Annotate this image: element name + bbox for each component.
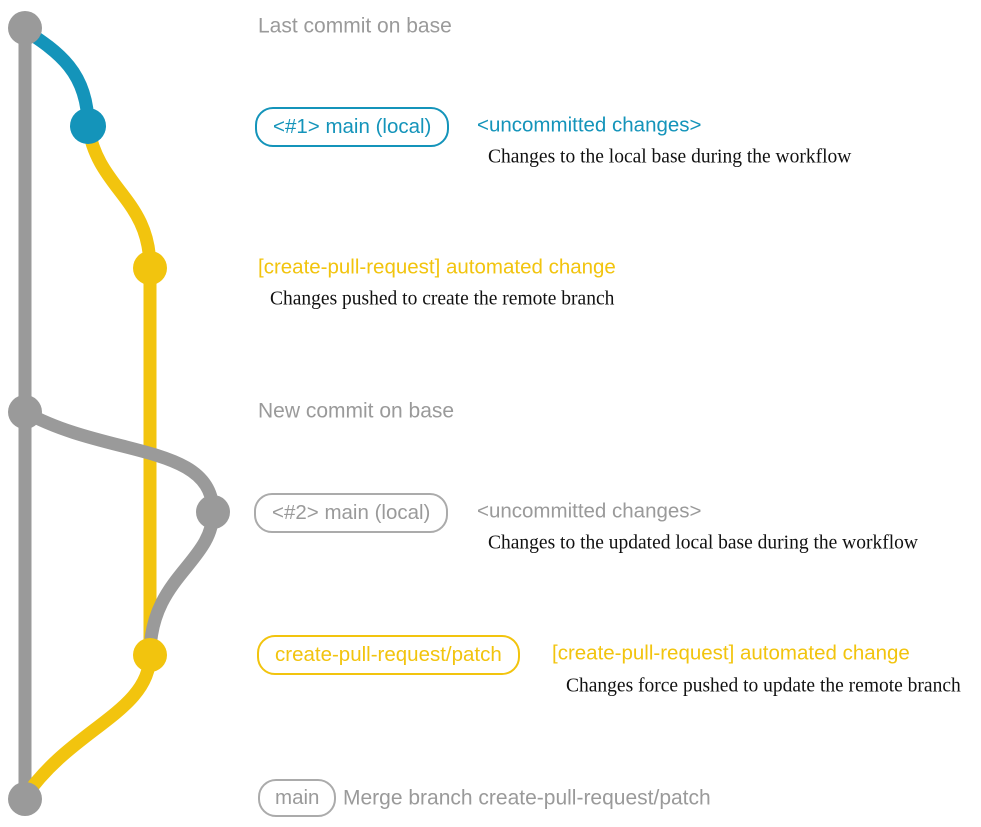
commit-new-base: [8, 395, 42, 429]
rebase-edge: [143, 511, 220, 656]
uncommitted-changes-label-2: <uncommitted changes>: [477, 499, 702, 523]
commit-label-automated-2: [create-pull-request] automated change: [552, 641, 910, 665]
local-main-edge-2: [21, 406, 220, 513]
branch-label-main-local-2: <#2> main (local): [254, 493, 449, 533]
commit-last-base: [8, 11, 42, 45]
cpr-branch-edge: [81, 124, 157, 269]
commit-automated-2: [133, 638, 167, 672]
commit-main-local-2: [196, 495, 230, 529]
annotation-new-commit: New commit on base: [258, 399, 455, 423]
desc-automated-1: Changes pushed to create the remote bran…: [270, 288, 615, 310]
commit-automated-1: [133, 251, 167, 285]
annotation-last-commit: Last commit on base: [258, 14, 452, 38]
branch-label-cpr-patch: create-pull-request/patch: [257, 635, 520, 675]
desc-uncommitted-1: Changes to the local base during the wor…: [488, 146, 852, 168]
uncommitted-changes-label-1: <uncommitted changes>: [477, 113, 702, 137]
branch-label-main: main: [258, 779, 337, 817]
merge-edge: [19, 654, 157, 801]
branch-label-main-local-1: <#1> main (local): [255, 107, 450, 147]
desc-automated-2: Changes force pushed to update the remot…: [566, 675, 961, 697]
commit-label-automated-1: [create-pull-request] automated change: [258, 255, 616, 279]
merge-message: Merge branch create-pull-request/patch: [343, 786, 711, 810]
desc-uncommitted-2: Changes to the updated local base during…: [488, 532, 918, 554]
commit-merge: [8, 782, 42, 816]
commit-main-local-1: [70, 108, 106, 144]
